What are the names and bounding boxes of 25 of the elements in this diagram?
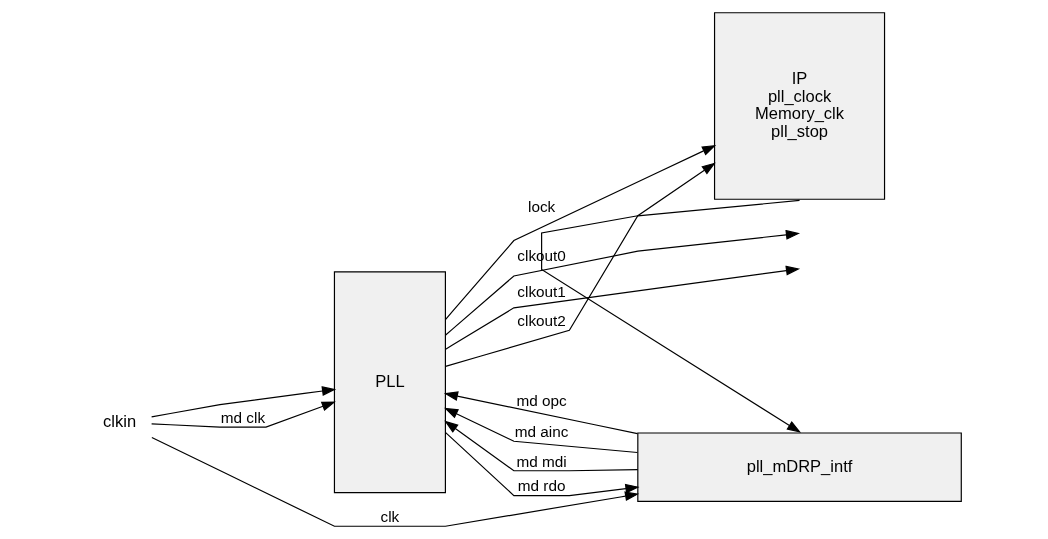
arrow bbox=[443, 407, 638, 454]
arrow bbox=[150, 401, 336, 428]
arrow bbox=[444, 432, 640, 497]
arrow bbox=[444, 265, 800, 350]
edge-label: clkout2 bbox=[516, 312, 566, 330]
edge-label: clkout1 bbox=[516, 282, 566, 300]
edge-label: md opc bbox=[515, 392, 567, 410]
arrow bbox=[540, 199, 801, 433]
edge-label: clk bbox=[380, 508, 399, 525]
arrow bbox=[444, 144, 716, 320]
edge-label: md mdi bbox=[515, 452, 567, 470]
arrow bbox=[150, 436, 639, 527]
node-text: clkin bbox=[102, 411, 136, 431]
node-box: pll_mDRP_intf bbox=[636, 432, 962, 503]
arrow bbox=[444, 229, 800, 336]
edge-label: md rdo bbox=[517, 477, 565, 495]
node-box: IP pll_clock Memory_clk pll_stop bbox=[713, 12, 885, 200]
arrow bbox=[443, 420, 638, 472]
node-box: PLL bbox=[333, 271, 446, 494]
edge-label: md clk bbox=[220, 408, 265, 426]
arrow bbox=[443, 391, 638, 435]
edge-label: lock bbox=[527, 197, 555, 215]
arrow bbox=[444, 162, 716, 367]
arrow bbox=[150, 386, 336, 418]
edge-label: md ainc bbox=[514, 423, 568, 441]
